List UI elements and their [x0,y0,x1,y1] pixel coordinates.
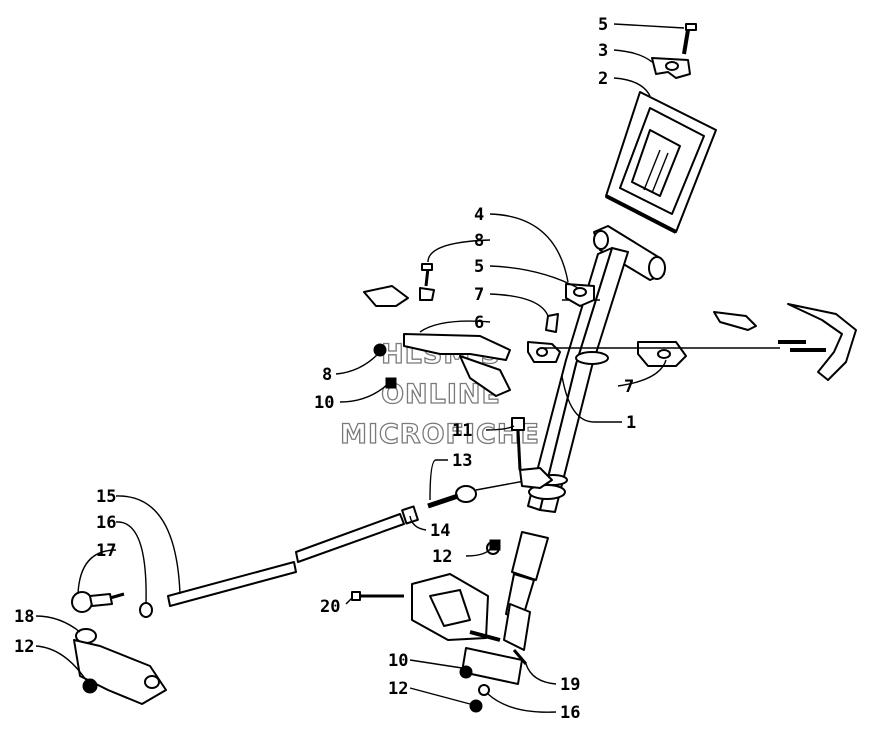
watermark: HLSM'S ONLINE MICROFICHE [339,338,540,450]
nut-12-mid [489,539,501,551]
handlebar [593,225,666,281]
callout-11: 11 [452,421,472,441]
hardware-8-10 [373,343,397,389]
callout-18: 18 [14,607,34,627]
tie-rod-end-left [71,591,167,705]
watermark-line-3: MICROFICHE [340,419,540,450]
callout-4: 4 [474,205,484,225]
callout-2: 2 [598,69,608,89]
callout-10-left: 10 [314,393,334,413]
callout-5-mid: 5 [474,257,484,277]
callout-6: 6 [474,313,484,333]
callout-7-left: 7 [474,285,484,305]
callout-8-top: 8 [474,231,484,251]
left-control [363,263,511,397]
callout-20: 20 [320,597,340,617]
callout-12-left: 12 [14,637,34,657]
callout-7-right: 7 [624,377,634,397]
clamps-7 [527,303,857,381]
tie-rod [139,505,500,618]
callout-16-bottom: 16 [560,703,580,723]
parts [71,23,857,713]
bracket-5 [545,283,595,333]
callout-17: 17 [96,541,116,561]
callout-16-left: 16 [96,513,116,533]
callout-12-mid: 12 [432,547,452,567]
callout-8-left: 8 [322,365,332,385]
callout-15: 15 [96,487,116,507]
pivot-bracket [351,573,528,713]
callout-12-bottom: 12 [388,679,408,699]
callout-14: 14 [430,521,450,541]
callout-5-top: 5 [598,15,608,35]
callout-10-bottom: 10 [388,651,408,671]
callout-1: 1 [626,413,636,433]
handlebar-pad [605,91,717,234]
callouts: 5 3 2 4 8 5 7 6 7 1 8 10 11 13 14 12 15 … [14,15,636,723]
callout-3: 3 [598,41,608,61]
tie-rod-end-13 [427,467,553,509]
callout-19: 19 [560,675,580,695]
callout-13: 13 [452,451,472,471]
upper-clamp [651,23,697,79]
leader-lines [35,23,685,713]
bolt-11 [511,417,525,471]
